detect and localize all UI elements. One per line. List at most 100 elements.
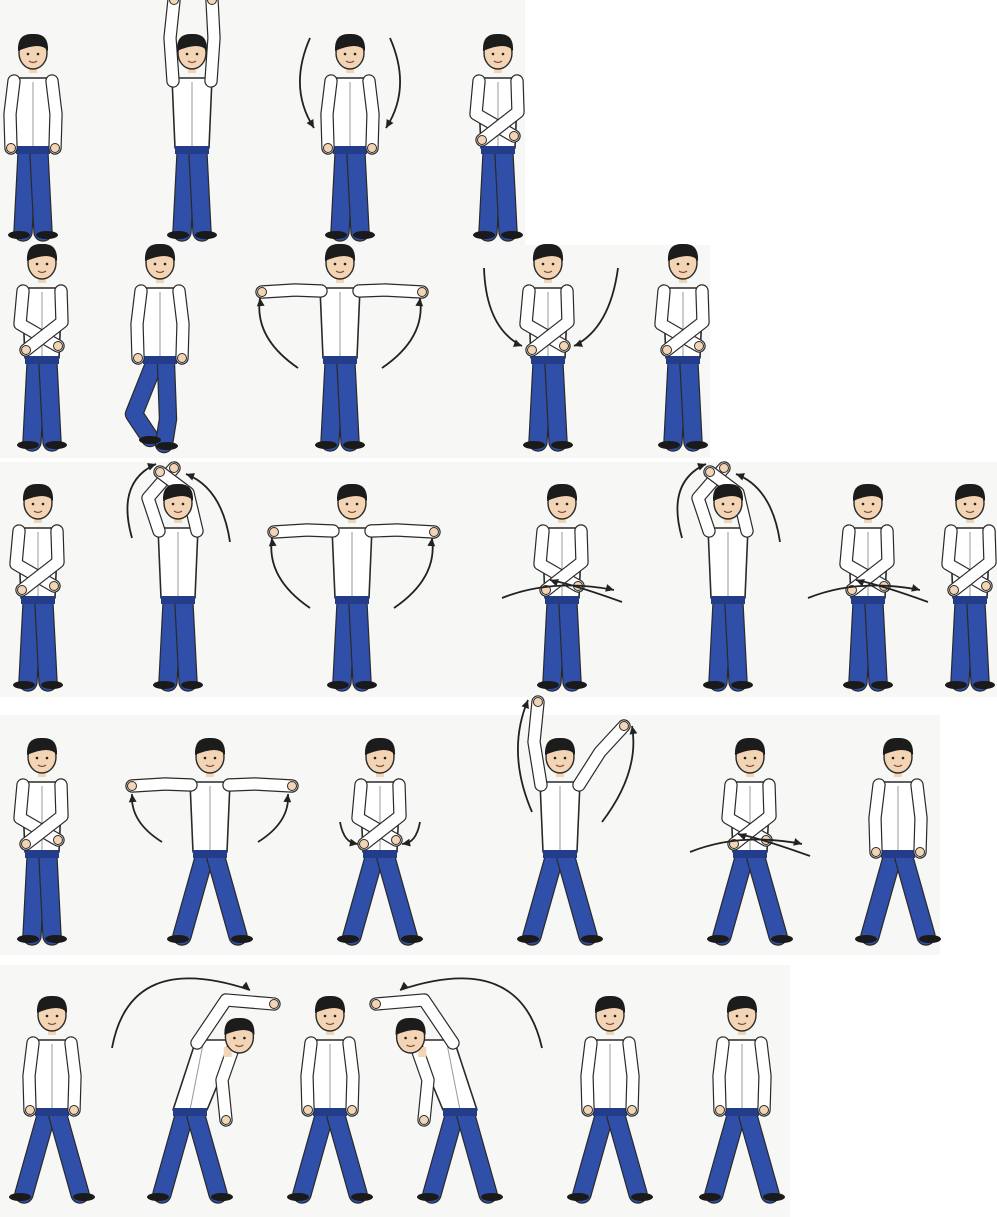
left-eye bbox=[722, 503, 725, 506]
right-shoe bbox=[36, 231, 58, 239]
right-eye bbox=[214, 757, 217, 760]
right-arm bbox=[229, 784, 292, 786]
left-shoe bbox=[325, 231, 347, 239]
right-leg bbox=[504, 154, 508, 232]
belt-line bbox=[25, 850, 59, 858]
right-leg bbox=[568, 604, 572, 682]
right-arm bbox=[359, 290, 422, 292]
left-eye bbox=[344, 53, 347, 56]
right-leg bbox=[44, 604, 48, 682]
right-leg bbox=[48, 858, 52, 936]
arrow-head bbox=[522, 700, 529, 709]
right-hand bbox=[348, 1106, 357, 1115]
left-eye bbox=[36, 757, 39, 760]
left-shoe bbox=[945, 681, 967, 689]
left-hand bbox=[258, 288, 267, 297]
left-eye bbox=[36, 263, 39, 266]
left-eye bbox=[233, 1037, 236, 1040]
right-hand bbox=[51, 144, 60, 153]
right-shoe bbox=[353, 231, 375, 239]
right-eye bbox=[732, 503, 735, 506]
right-hand bbox=[706, 468, 715, 477]
left-eye bbox=[492, 53, 495, 56]
right-shoe bbox=[551, 441, 573, 449]
left-arm bbox=[719, 1043, 723, 1110]
right-arm bbox=[71, 1043, 75, 1110]
right-eye bbox=[46, 757, 49, 760]
right-eye bbox=[384, 757, 387, 760]
left-leg bbox=[28, 604, 32, 682]
left-shoe bbox=[517, 935, 539, 943]
right-arm bbox=[52, 81, 56, 148]
left-shoe bbox=[537, 681, 559, 689]
left-arm bbox=[875, 785, 879, 852]
left-shoe bbox=[327, 681, 349, 689]
belt-line bbox=[35, 1108, 69, 1116]
belt-line bbox=[161, 596, 195, 604]
right-arm bbox=[629, 1043, 633, 1110]
left-shoe bbox=[167, 231, 189, 239]
left-eye bbox=[46, 1015, 49, 1018]
left-eye bbox=[32, 503, 35, 506]
left-hand bbox=[304, 1106, 313, 1115]
left-shoe bbox=[855, 935, 877, 943]
right-shoe bbox=[41, 681, 63, 689]
belt-line bbox=[593, 1108, 627, 1116]
right-hand bbox=[950, 586, 959, 595]
right-eye bbox=[566, 503, 569, 506]
right-eye bbox=[334, 1015, 337, 1018]
left-leg bbox=[32, 364, 36, 442]
right-eye bbox=[46, 263, 49, 266]
right-arm bbox=[371, 530, 434, 532]
left-leg bbox=[960, 604, 964, 682]
right-leg bbox=[346, 364, 350, 442]
left-hand bbox=[270, 1000, 279, 1009]
left-hand bbox=[716, 1106, 725, 1115]
right-arm bbox=[211, 0, 214, 81]
right-shoe bbox=[973, 681, 995, 689]
right-eye bbox=[974, 503, 977, 506]
belt-line bbox=[193, 850, 227, 858]
right-shoe bbox=[73, 1193, 95, 1201]
right-shoe bbox=[631, 1193, 653, 1201]
left-hand bbox=[170, 0, 179, 5]
left-shoe bbox=[567, 1193, 589, 1201]
right-hand bbox=[430, 528, 439, 537]
left-leg bbox=[538, 364, 542, 442]
left-eye bbox=[27, 53, 30, 56]
right-eye bbox=[614, 1015, 617, 1018]
left-arm bbox=[307, 1043, 311, 1110]
belt-line bbox=[16, 146, 50, 154]
left-eye bbox=[374, 757, 377, 760]
left-leg bbox=[673, 364, 677, 442]
right-leg bbox=[734, 604, 738, 682]
right-hand bbox=[620, 722, 629, 731]
left-arm bbox=[137, 291, 141, 358]
right-shoe bbox=[211, 1193, 233, 1201]
right-eye bbox=[356, 503, 359, 506]
right-hand bbox=[760, 1106, 769, 1115]
right-hand bbox=[663, 346, 672, 355]
right-eye bbox=[56, 1015, 59, 1018]
right-hand bbox=[178, 354, 187, 363]
right-eye bbox=[344, 263, 347, 266]
right-eye bbox=[687, 263, 690, 266]
right-eye bbox=[746, 1015, 749, 1018]
right-leg bbox=[358, 604, 362, 682]
right-hand bbox=[360, 840, 369, 849]
left-leg bbox=[330, 364, 334, 442]
left-arm bbox=[274, 530, 333, 532]
left-hand bbox=[270, 528, 279, 537]
right-leg bbox=[976, 604, 980, 682]
left-leg bbox=[168, 604, 172, 682]
belt-line bbox=[143, 356, 177, 364]
left-hand bbox=[392, 836, 401, 845]
belt-line bbox=[313, 1108, 347, 1116]
left-shoe bbox=[523, 441, 545, 449]
right-shoe bbox=[731, 681, 753, 689]
left-hand bbox=[695, 342, 704, 351]
left-hand bbox=[50, 582, 59, 591]
right-shoe bbox=[45, 441, 67, 449]
left-shoe bbox=[147, 1193, 169, 1201]
